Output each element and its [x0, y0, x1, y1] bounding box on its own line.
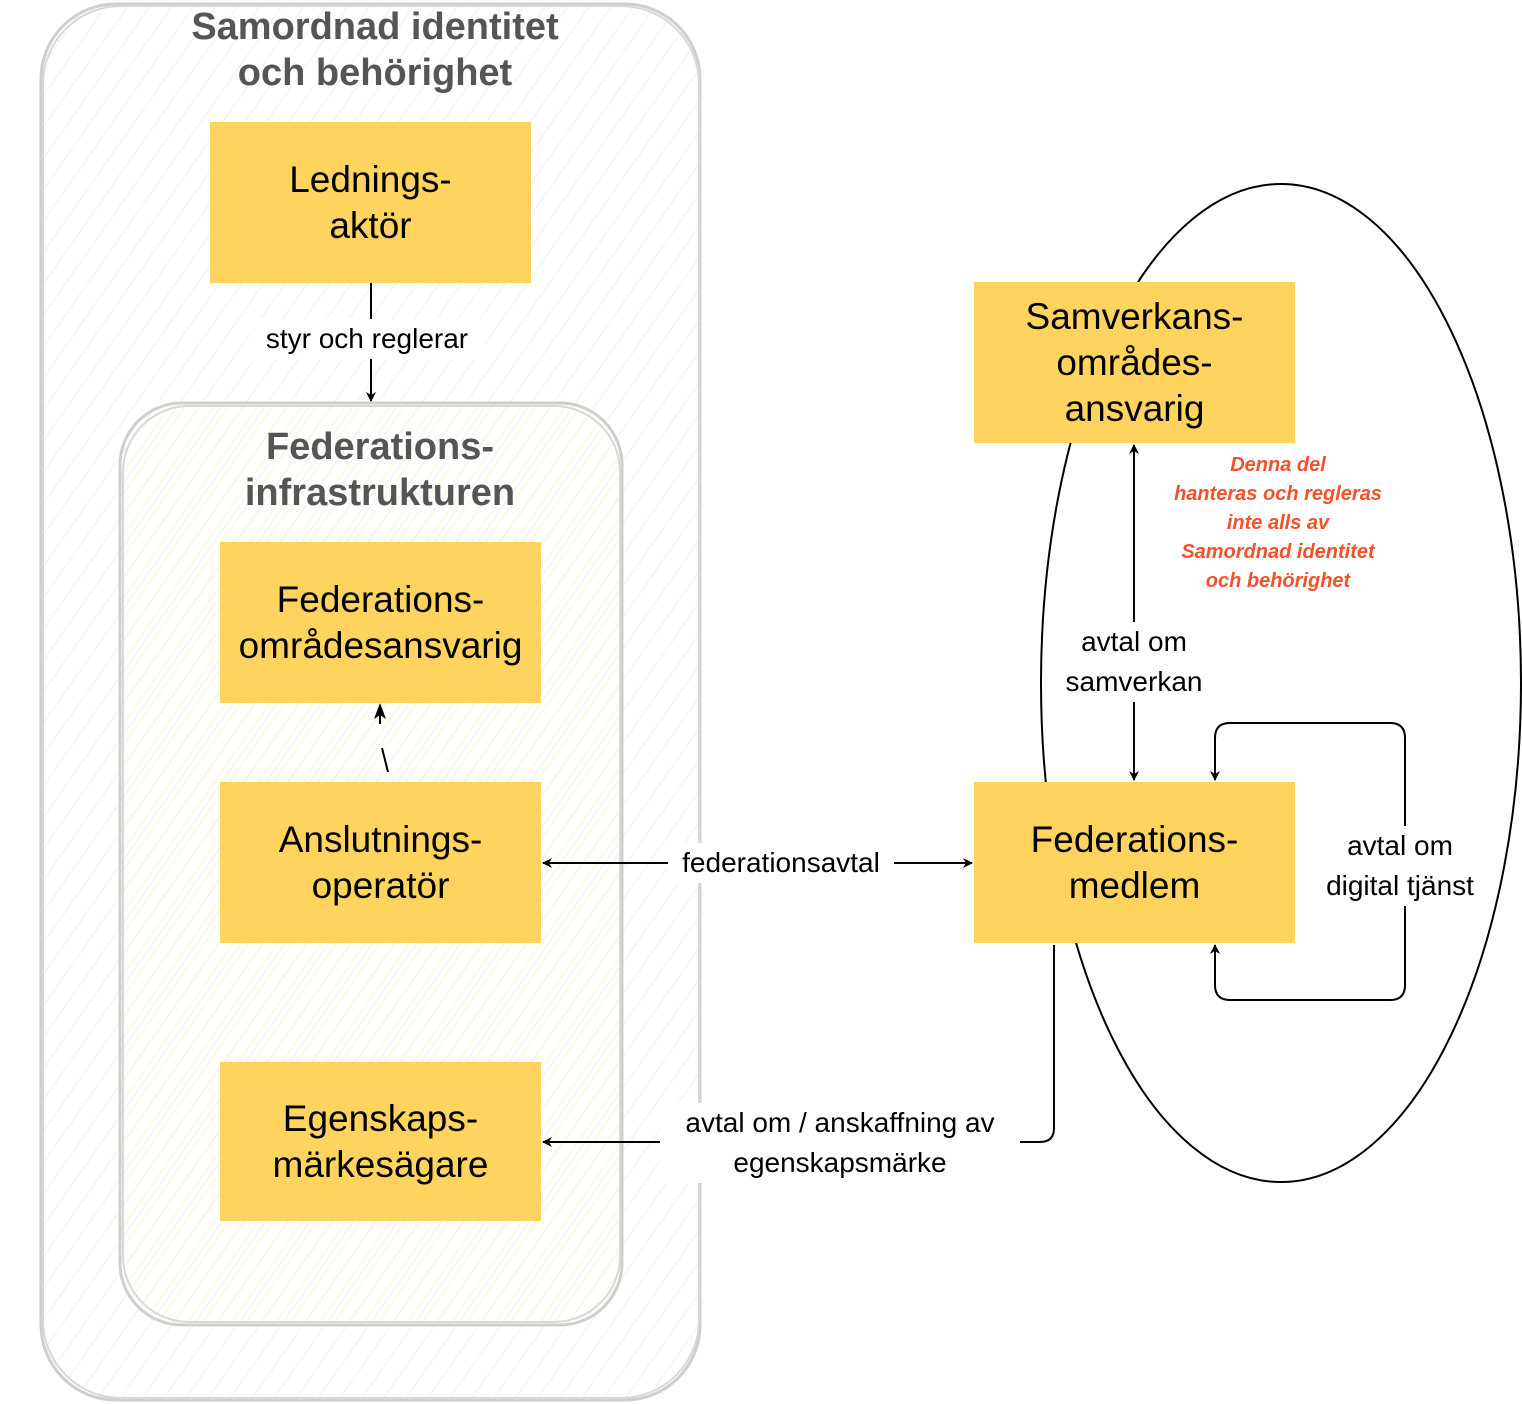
edge-label-federationsavtal: federationsavtal	[668, 843, 894, 883]
node-anslutningsoperator[interactable]: Anslutnings- operatör	[220, 782, 541, 943]
scope-note: Denna del hanteras och regleras inte all…	[1174, 454, 1382, 592]
scope-ellipse	[1040, 183, 1522, 1183]
node-egenskapsmarkesagare[interactable]: Egenskaps- märkesägare	[220, 1062, 541, 1221]
edge-label-styr: styr och reglerar	[250, 319, 484, 359]
node-federationsmedlem[interactable]: Federations- medlem	[974, 782, 1295, 943]
node-samverkansomradesansvarig[interactable]: Samverkans- områdes- ansvarig	[974, 282, 1295, 443]
node-ledningsaktor[interactable]: Lednings- aktör	[210, 122, 531, 283]
edge-egenskapsmarke-line	[542, 945, 1055, 1147]
edge-label-digital: avtal om digital tjänst	[1314, 826, 1486, 906]
edge-label-samverkan: avtal om samverkan	[1054, 622, 1214, 702]
edge-anslutning-omrade-arrowhead	[374, 703, 386, 719]
group-title-federationsinfrastrukturen: Federations- infrastrukturen	[244, 426, 516, 514]
group-title-samordnad: Samordnad identitet och behörighet	[191, 6, 559, 94]
edge-label-egenskapsmarke: avtal om / anskaffning av egenskapsmärke	[660, 1103, 1020, 1183]
node-federationsomradesansvarig[interactable]: Federations- områdesansvarig	[220, 542, 541, 703]
